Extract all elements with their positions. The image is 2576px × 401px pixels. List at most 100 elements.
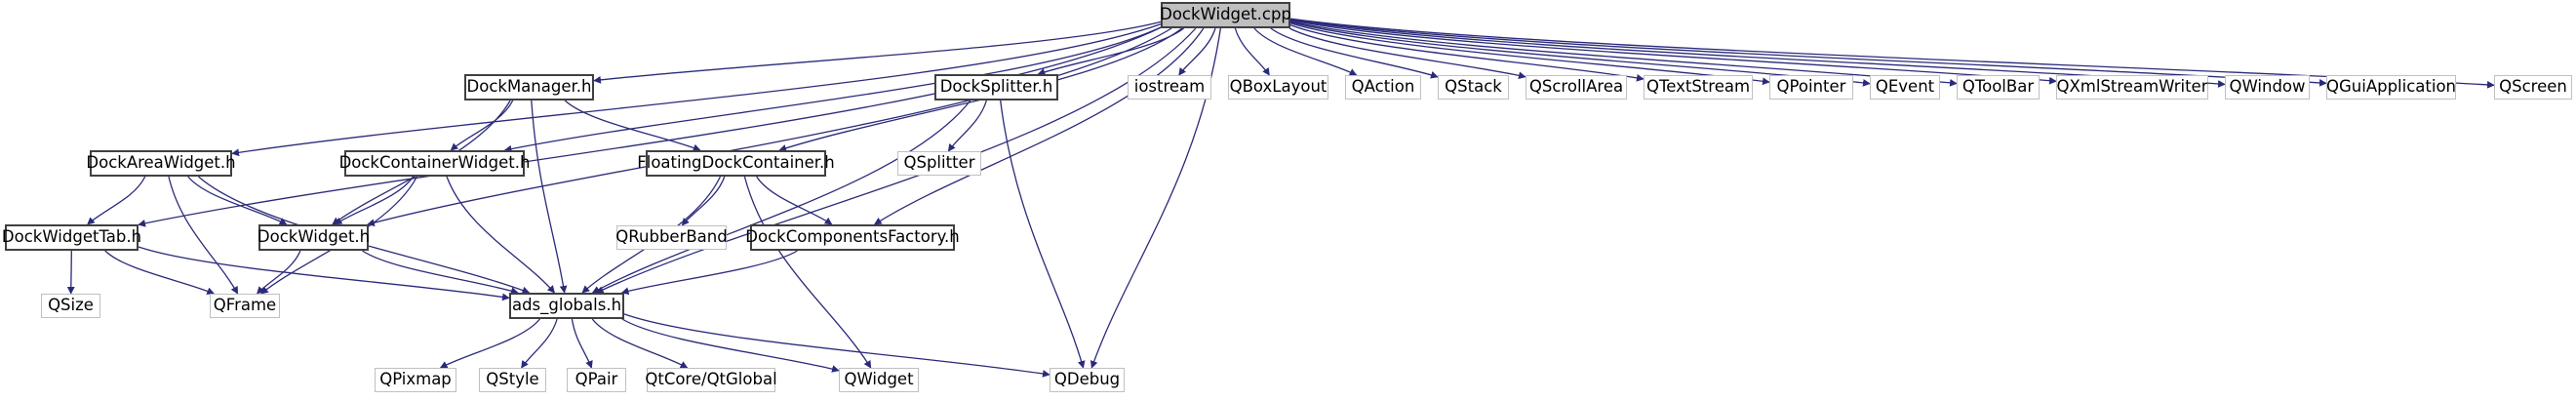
graph-edge	[1000, 100, 1086, 369]
graph-edge	[571, 318, 593, 369]
graph-edge	[1178, 27, 1216, 76]
graph-node-dockcontainerwidget-h[interactable]: DockContainerWidget.h	[339, 150, 530, 177]
graph-node-label: QScrollArea	[1528, 77, 1624, 97]
graph-node-label: iostream	[1133, 77, 1206, 97]
graph-edge	[1288, 27, 1526, 80]
graph-node-ads-globals-h[interactable]: ads_globals.h	[509, 293, 624, 319]
graph-node-label: QEvent	[1875, 77, 1935, 97]
graph-node-qguiapplication[interactable]: QGuiApplication	[2326, 75, 2456, 100]
graph-edge	[104, 250, 216, 295]
graph-node-label: QWidget	[844, 370, 914, 389]
graph-node-dockwidgettab-h[interactable]: DockWidgetTab.h	[1, 224, 142, 251]
graph-edge	[756, 176, 833, 225]
graph-node-label: QGuiApplication	[2326, 77, 2457, 97]
graph-node-label: DockComponentsFactory.h	[745, 227, 960, 247]
graph-node-qaction[interactable]: QAction	[1345, 75, 1421, 100]
graph-node-qwindow[interactable]: QWindow	[2225, 75, 2310, 100]
graph-node-label: DockWidget.cpp	[1160, 5, 1291, 24]
graph-edge	[681, 176, 726, 226]
graph-edge	[362, 250, 519, 295]
graph-node-label: QSplitter	[903, 153, 975, 173]
graph-edge	[66, 250, 75, 295]
graph-node-qpointer[interactable]: QPointer	[1769, 75, 1853, 100]
graph-edge	[1289, 20, 1958, 87]
graph-node-label: DockWidget.h	[257, 227, 371, 247]
graph-edge	[1270, 27, 1439, 79]
graph-node-label: QTextStream	[1645, 77, 1751, 97]
graph-node-label: QStyle	[486, 370, 539, 389]
graph-node-label: FloatingDockContainer.h	[637, 153, 835, 173]
graph-edge	[591, 100, 971, 294]
graph-edge	[439, 318, 540, 369]
graph-edge	[138, 26, 1162, 227]
graph-node-label: DockAreaWidget.h	[86, 153, 236, 173]
graph-node-iostream[interactable]: iostream	[1128, 75, 1211, 100]
graph-node-qxmlstreamwriter[interactable]: QXmlStreamWriter	[2056, 75, 2208, 100]
graph-node-label: QPointer	[1776, 77, 1846, 97]
graph-node-qevent[interactable]: QEvent	[1870, 75, 1940, 100]
graph-edge	[503, 26, 1162, 153]
graph-node-qtextstream[interactable]: QTextStream	[1644, 75, 1753, 100]
graph-edge	[1289, 18, 2327, 87]
graph-edge	[521, 318, 558, 369]
graph-edge	[743, 176, 872, 369]
graph-node-dockmanager-h[interactable]: DockManager.h	[464, 74, 594, 100]
graph-node-label: QDebug	[1053, 370, 1121, 389]
graph-edge	[1253, 27, 1358, 76]
graph-edge	[450, 100, 514, 151]
graph-node-qframe[interactable]: QFrame	[210, 294, 280, 318]
graph-edge	[593, 20, 1162, 84]
graph-node-qstyle[interactable]: QStyle	[479, 368, 546, 392]
graph-node-label: DockManager.h	[466, 77, 592, 97]
graph-node-qtcore-qtglobal[interactable]: QtCore/QtGlobal	[645, 368, 777, 392]
graph-node-qdebug[interactable]: QDebug	[1050, 368, 1125, 392]
graph-edge	[187, 176, 288, 225]
graph-node-label: QStack	[1445, 77, 1502, 97]
graph-node-qsplitter[interactable]: QSplitter	[897, 151, 981, 176]
graph-edge	[1289, 24, 1645, 82]
graph-edge	[257, 250, 301, 295]
graph-node-label: DockWidgetTab.h	[1, 227, 142, 247]
graph-node-qscrollarea[interactable]: QScrollArea	[1526, 75, 1627, 100]
graph-node-label: QScreen	[2499, 77, 2567, 97]
graph-node-label: ads_globals.h	[511, 296, 622, 315]
graph-node-qwidget[interactable]: QWidget	[839, 368, 919, 392]
graph-edge	[564, 100, 701, 152]
graph-node-qboxlayout[interactable]: QBoxLayout	[1228, 75, 1328, 100]
graph-node-label: QPixmap	[379, 370, 452, 389]
graph-node-label: QWindow	[2229, 77, 2306, 97]
graph-node-qpixmap[interactable]: QPixmap	[375, 368, 456, 392]
graph-edge	[334, 176, 415, 225]
graph-node-dockcomponentsfactory-h[interactable]: DockComponentsFactory.h	[745, 224, 960, 251]
graph-node-label: DockContainerWidget.h	[338, 153, 531, 173]
graph-node-dockwidget-cpp[interactable]: DockWidget.cpp	[1160, 2, 1291, 28]
graph-node-qscreen[interactable]: QScreen	[2494, 75, 2572, 100]
graph-node-qpair[interactable]: QPair	[567, 368, 626, 392]
graph-node-qtoolbar[interactable]: QToolBar	[1957, 75, 2040, 100]
graph-node-floatingdockcontainer-h[interactable]: FloatingDockContainer.h	[637, 150, 835, 177]
graph-node-qsize[interactable]: QSize	[41, 294, 100, 318]
graph-edge	[168, 176, 239, 295]
graph-node-qrubberband[interactable]: QRubberBand	[615, 225, 728, 250]
graph-node-docksplitter-h[interactable]: DockSplitter.h	[934, 74, 1058, 100]
graph-edge	[947, 100, 988, 152]
graph-node-label: DockSplitter.h	[939, 77, 1053, 97]
graph-edge	[1037, 27, 1185, 76]
graph-node-label: QtCore/QtGlobal	[645, 370, 777, 389]
graph-node-label: QAction	[1351, 77, 1415, 97]
graph-node-qstack[interactable]: QStack	[1438, 75, 1509, 100]
graph-edge	[623, 313, 1050, 378]
graph-node-label: QSize	[48, 296, 94, 315]
graph-edge	[367, 27, 1172, 227]
graph-node-dockwidget-h[interactable]: DockWidget.h	[257, 224, 371, 251]
graph-edge	[620, 250, 798, 296]
graph-node-dockareawidget-h[interactable]: DockAreaWidget.h	[86, 150, 236, 177]
graph-node-label: QXmlStreamWriter	[2056, 77, 2208, 97]
graph-node-label: QRubberBand	[615, 227, 728, 247]
graph-edge	[1289, 20, 2057, 85]
graph-edge	[446, 176, 555, 294]
graph-edge	[138, 246, 510, 301]
graph-node-label: QFrame	[213, 296, 277, 315]
